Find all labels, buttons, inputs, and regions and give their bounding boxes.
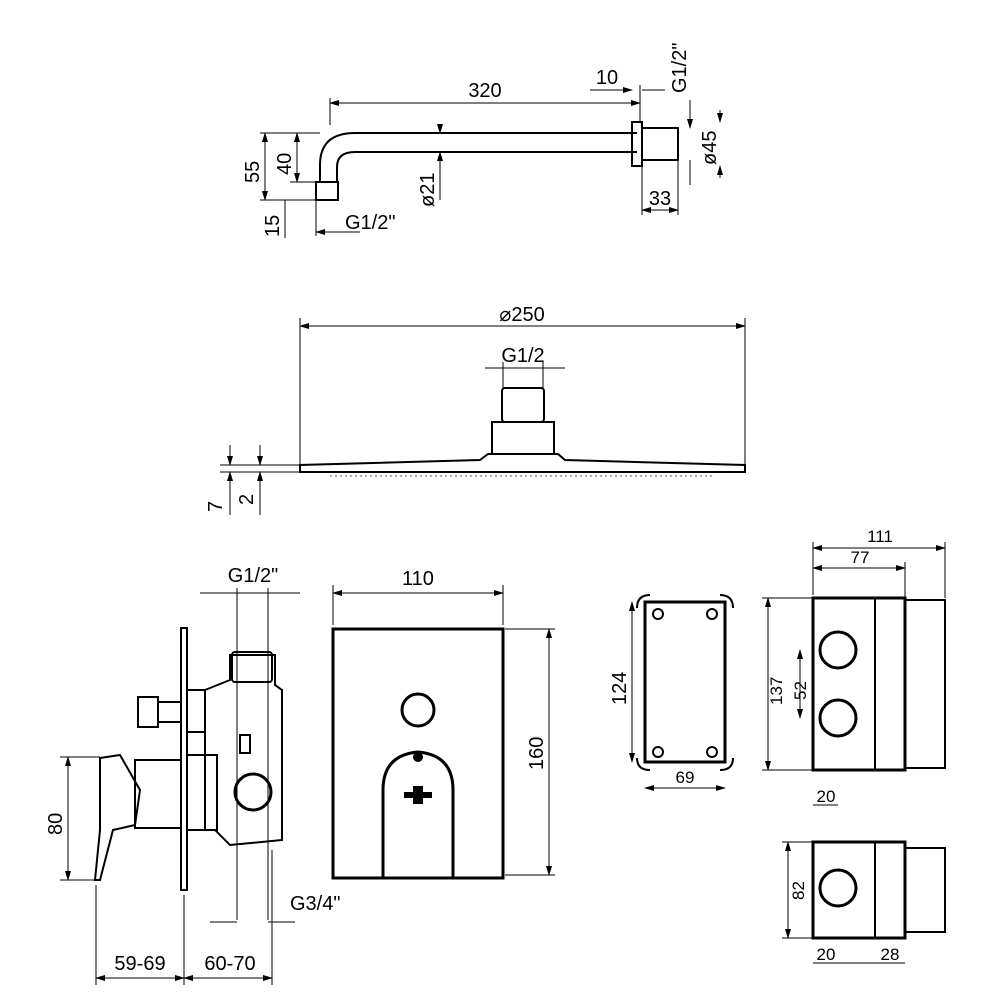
flange-thickness-label: 10 (596, 67, 618, 89)
bend-height-label: 40 (274, 153, 296, 175)
depth-range-1-label: 59-69 (114, 953, 165, 975)
drop-height-label: 55 (242, 161, 264, 183)
body-depth-label: 77 (851, 548, 870, 567)
plate-thickness-label: 2 (236, 494, 258, 505)
tube-diameter-label: ø21 (417, 173, 439, 207)
shower-head-drawing: ⌀250 G1/2 7 2 (205, 304, 746, 515)
mounting-box-drawing: 124 69 (609, 594, 734, 791)
mixer-side-drawing: G1/2" 80 G3/4" 59-69 60-70 (45, 565, 340, 985)
total-depth-label: 111 (867, 527, 893, 546)
flange-diameter-label: ø45 (699, 131, 721, 165)
body-side-drawing: 111 77 137 52 20 (762, 527, 946, 806)
head-diameter-label: ⌀250 (499, 304, 544, 326)
outlet-thread-label: G1/2" (345, 212, 395, 234)
front-height-label: 160 (526, 737, 548, 770)
mixer-height-label: 80 (45, 813, 67, 835)
flange-depth-label: 33 (649, 188, 671, 210)
small-base-depth-label: 20 (817, 945, 836, 964)
port-spacing-label: 52 (791, 681, 810, 700)
inlet-thread-label: G1/2" (228, 565, 278, 587)
total-height-label: 137 (767, 677, 786, 705)
head-thickness-label: 7 (205, 501, 227, 512)
box-height-label: 124 (609, 672, 631, 705)
small-height-label: 82 (789, 881, 808, 900)
outlet-thread-label: G3/4" (290, 893, 340, 915)
depth-range-2-label: 60-70 (204, 953, 255, 975)
front-width-label: 110 (402, 568, 434, 590)
arm-length-label: 320 (468, 80, 501, 102)
outlet-length-label: 15 (262, 215, 284, 237)
shower-arm-drawing: 320 10 G1/2" ø45 33 55 40 15 G1/2" ø21 (242, 43, 723, 238)
wall-thread-label: G1/2" (669, 43, 691, 93)
body-small-drawing: 82 20 28 (782, 840, 946, 964)
head-connection-label: G1/2 (501, 345, 544, 367)
base-depth-label: 20 (817, 787, 836, 806)
cap-depth-label: 28 (881, 945, 900, 964)
mixer-front-drawing: 110 160 (331, 568, 555, 880)
box-width-label: 69 (676, 768, 695, 787)
